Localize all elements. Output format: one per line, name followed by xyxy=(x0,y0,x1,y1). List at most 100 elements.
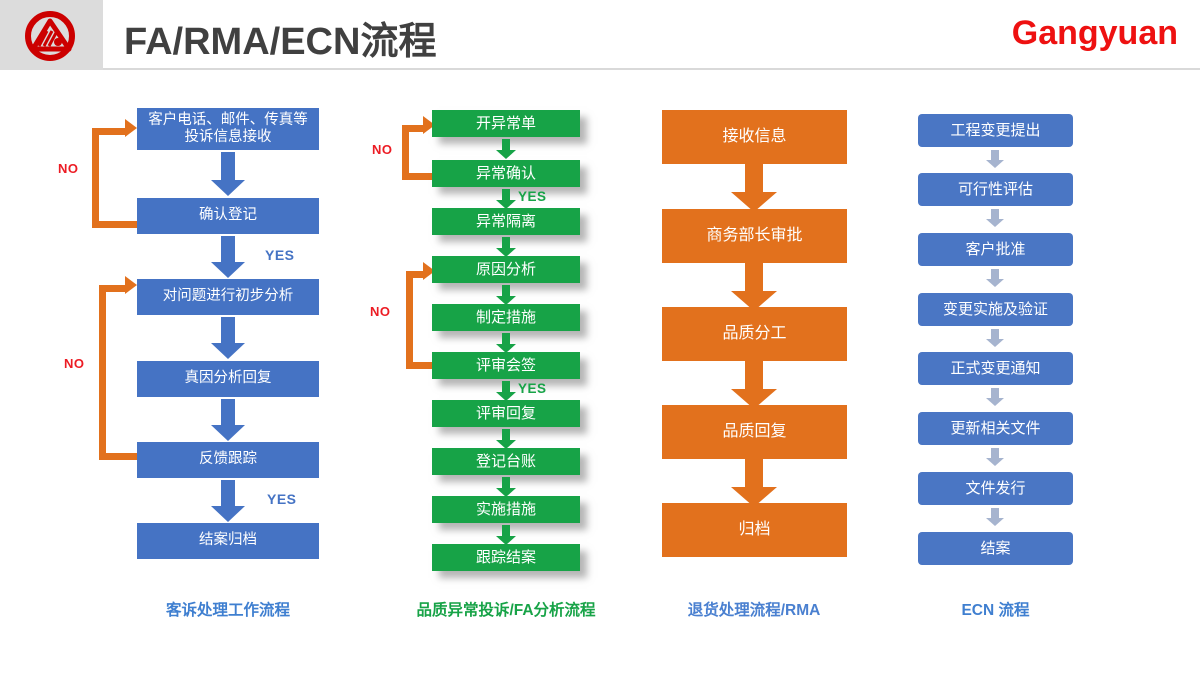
flow-node-label-line2: 投诉信息接收 xyxy=(184,129,272,145)
flow-node-label: 工程变更提出 xyxy=(950,121,1041,139)
down-arrow-icon xyxy=(986,329,1004,347)
flow-node[interactable]: 评审回复 xyxy=(432,400,580,427)
flow-node-label: 实施措施 xyxy=(475,500,536,518)
down-arrow-icon xyxy=(211,399,245,441)
flow-node-label: 客户批准 xyxy=(965,240,1026,258)
flow-node-label: 正式变更通知 xyxy=(950,359,1041,377)
down-arrow-icon xyxy=(496,285,516,305)
flow-node[interactable]: 客户批准 xyxy=(918,233,1073,266)
flow-node[interactable]: 评审会签 xyxy=(432,352,580,379)
down-arrow-icon xyxy=(731,263,777,311)
down-arrow-icon xyxy=(496,333,516,353)
no-label: NO xyxy=(372,142,393,157)
down-arrow-icon xyxy=(496,237,516,257)
flow-node[interactable]: 实施措施 xyxy=(432,496,580,523)
flow-node[interactable]: 制定措施 xyxy=(432,304,580,331)
flow-node[interactable]: 确认登记 xyxy=(137,198,319,234)
down-arrow-icon xyxy=(986,448,1004,466)
flow-node-label: 结案 xyxy=(980,539,1011,557)
flow-node[interactable]: 品质回复 xyxy=(662,405,847,459)
flow-node-label: 商务部长审批 xyxy=(706,226,803,244)
down-arrow-icon xyxy=(211,152,245,196)
yes-label: YES xyxy=(265,247,295,263)
down-arrow-icon xyxy=(986,269,1004,287)
flow-node[interactable]: 文件发行 xyxy=(918,472,1073,505)
flow-node[interactable]: 真因分析回复 xyxy=(137,361,319,397)
flow-node-label: 制定措施 xyxy=(475,308,536,326)
flow-node-label: 跟踪结案 xyxy=(475,548,536,566)
flow-node[interactable]: 工程变更提出 xyxy=(918,114,1073,147)
flow-node-label: 评审回复 xyxy=(475,404,536,422)
flow-node[interactable]: 正式变更通知 xyxy=(918,352,1073,385)
flow-node-label: 原因分析 xyxy=(475,260,536,278)
flow-node[interactable]: 异常隔离 xyxy=(432,208,580,235)
column-caption: 客诉处理工作流程 xyxy=(165,602,290,619)
yes-label: YES xyxy=(518,381,547,396)
flow-node[interactable]: 可行性评估 xyxy=(918,173,1073,206)
flow-node-label: 可行性评估 xyxy=(957,180,1033,198)
down-arrow-icon xyxy=(986,388,1004,406)
flow-node-label: 开异常单 xyxy=(475,114,536,132)
flow-node-label: 真因分析回复 xyxy=(184,370,272,387)
flow-node[interactable]: 跟踪结案 xyxy=(432,544,580,571)
flow-node[interactable]: 对问题进行初步分析 xyxy=(137,279,319,315)
no-label: NO xyxy=(58,161,79,176)
flow-node[interactable]: 更新相关文件 xyxy=(918,412,1073,445)
flow-node[interactable]: 品质分工 xyxy=(662,307,847,361)
no-label: NO xyxy=(64,356,85,371)
flow-node-label: 文件发行 xyxy=(965,479,1026,497)
down-arrow-icon xyxy=(496,381,516,401)
down-arrow-icon xyxy=(496,525,516,545)
flow-node[interactable]: 客户电话、邮件、传真等 投诉信息接收 xyxy=(137,108,319,150)
flow-node-label: 对问题进行初步分析 xyxy=(162,288,294,305)
flow-node[interactable]: 登记台账 xyxy=(432,448,580,475)
flow-node-label: 变更实施及验证 xyxy=(942,300,1048,318)
yes-label: YES xyxy=(267,491,297,507)
down-arrow-icon xyxy=(496,477,516,497)
flow-node[interactable]: 接收信息 xyxy=(662,110,847,164)
title-plate xyxy=(103,0,1200,70)
flow-column-rma: 接收信息 商务部长审批 品质分工 品质回复 归档 退货处理流程/RMA xyxy=(640,0,890,674)
down-arrow-icon xyxy=(731,459,777,507)
flow-node[interactable]: 归档 xyxy=(662,503,847,557)
flow-node-label: 更新相关文件 xyxy=(950,419,1041,437)
column-caption: 退货处理流程/RMA xyxy=(687,602,821,619)
flow-node-label-line1: 客户电话、邮件、传真等 xyxy=(148,111,308,128)
down-arrow-icon xyxy=(496,429,516,449)
down-arrow-icon xyxy=(211,236,245,278)
flow-node-label: 登记台账 xyxy=(475,452,536,470)
down-arrow-icon xyxy=(731,164,777,212)
brand-wordmark: Gangyuan xyxy=(1011,14,1178,52)
flow-column-customer-complaint: NO NO 客户电话、邮件、传真等 投诉信息接收 确认登记 YES 对问题进行初… xyxy=(0,0,350,674)
flow-node[interactable]: 异常确认 xyxy=(432,160,580,187)
down-arrow-icon xyxy=(986,209,1004,227)
flow-node-label: 品质分工 xyxy=(722,324,787,342)
down-arrow-icon xyxy=(986,150,1004,168)
flow-node[interactable]: 开异常单 xyxy=(432,110,580,137)
flow-node-label: 异常确认 xyxy=(475,164,536,182)
gangyuan-logo-icon xyxy=(17,11,83,61)
down-arrow-icon xyxy=(731,361,777,409)
down-arrow-icon xyxy=(211,317,245,359)
page-title: FA/RMA/ECN流程 xyxy=(124,21,437,63)
column-caption: 品质异常投诉/FA分析流程 xyxy=(416,602,596,619)
flow-column-quality-fa: NO NO 开异常单 异常确认 YES 异常隔离 原因分析 制定措施 评审会签 xyxy=(350,0,640,674)
column-caption: ECN 流程 xyxy=(961,602,1030,619)
yes-label: YES xyxy=(518,189,547,204)
flow-node-label: 接收信息 xyxy=(722,127,787,145)
down-arrow-icon xyxy=(986,508,1004,526)
flow-node[interactable]: 变更实施及验证 xyxy=(918,293,1073,326)
flow-node[interactable]: 结案 xyxy=(918,532,1073,565)
flow-node-label: 品质回复 xyxy=(722,422,787,440)
flow-node-label: 归档 xyxy=(738,520,771,538)
flow-node-label: 反馈跟踪 xyxy=(199,451,257,468)
flow-column-ecn: 工程变更提出 可行性评估 客户批准 变更实施及验证 正式变更通知 更新相关文件 … xyxy=(890,0,1200,674)
flow-node[interactable]: 反馈跟踪 xyxy=(137,442,319,478)
flow-node[interactable]: 商务部长审批 xyxy=(662,209,847,263)
down-arrow-icon xyxy=(496,189,516,209)
flow-node[interactable]: 原因分析 xyxy=(432,256,580,283)
no-label: NO xyxy=(370,304,391,319)
flow-node[interactable]: 结案归档 xyxy=(137,523,319,559)
down-arrow-icon xyxy=(496,139,516,159)
flow-node-label: 异常隔离 xyxy=(475,212,536,230)
